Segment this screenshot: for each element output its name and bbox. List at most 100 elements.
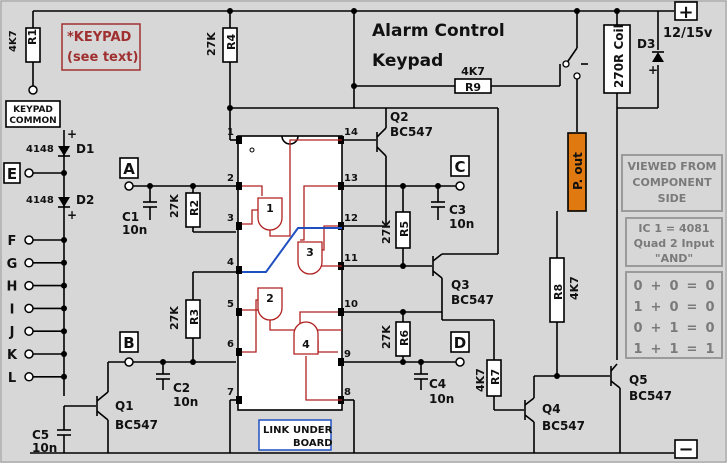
truth-table-box (625, 271, 723, 359)
keypad-note-box (61, 23, 141, 71)
terminal-e-label: E (7, 165, 17, 183)
ic1-pin1-marker (249, 147, 255, 153)
positive-terminal-symbol: + (678, 2, 693, 23)
key-label: J (9, 325, 15, 340)
truth-table: 0+0=01+0=00+1=01+1=1 (633, 279, 714, 357)
key-terminal-pad (24, 280, 34, 291)
ic1-pin (236, 136, 242, 144)
key-label: G (7, 257, 18, 272)
gate-1: 1 (257, 197, 283, 231)
r1-value: 4K7 (8, 30, 19, 52)
truth-table-cell: 1 (669, 321, 678, 336)
key-terminal-pad (24, 303, 34, 314)
ic1-pin (236, 266, 242, 274)
side-note-box (621, 154, 723, 212)
ic-info-box (625, 217, 723, 267)
link-note-line3: BOARD (293, 438, 333, 449)
side-note-line1: VIEWED FROM (627, 160, 716, 173)
keypad-note-line1: *KEYPAD (67, 30, 132, 45)
c1-value: 10n (122, 223, 147, 237)
q5-name: Q5 (629, 373, 648, 387)
ic-info-line1: IC 1 = 4081 (638, 222, 709, 235)
gate-3-label: 3 (306, 246, 314, 259)
terminal-c-pad (455, 181, 465, 191)
r1-name: R1 (26, 29, 39, 45)
link-note-line1: LINK (263, 425, 290, 436)
ic1-pin-label: 10 (344, 299, 358, 310)
r7-value: 4K7 (474, 368, 487, 392)
link-trace (242, 227, 342, 273)
ic1-pin (236, 308, 242, 316)
c1-name: C1 (122, 210, 139, 224)
title-line2: Keypad (372, 51, 443, 71)
side-note-line2: COMPONENT (632, 176, 712, 189)
q4-name: Q4 (542, 402, 561, 416)
truth-table-cell: = (687, 279, 698, 294)
terminal-c (450, 155, 470, 177)
ic1-pin (338, 308, 344, 316)
ic1-pin-label: 1 (227, 127, 234, 138)
truth-table-cell: + (651, 300, 662, 315)
negative-terminal-symbol: − (678, 439, 693, 460)
truth-table-cell: + (651, 279, 662, 294)
d1-sign: + (67, 127, 77, 141)
q3-type: BC547 (451, 293, 494, 307)
side-note-line3: SIDE (658, 192, 687, 205)
key-label: F (8, 234, 17, 249)
power-output-terminal (567, 132, 587, 212)
link-note-line2: UNDER (293, 425, 333, 436)
truth-table-cell: 0 (669, 300, 678, 315)
ic1-pin-label: 3 (227, 213, 234, 224)
r9-value: 4K7 (461, 65, 485, 78)
d2-name: D2 (76, 193, 94, 207)
keypad-common-box (5, 100, 61, 128)
truth-table-cell: + (651, 342, 662, 357)
gate-3: 3 (297, 241, 323, 275)
gate-4-label: 4 (302, 338, 310, 351)
ic-info-line3: "AND" (655, 252, 693, 265)
truth-table-cell: 0 (633, 279, 642, 294)
key-terminal-pad (24, 372, 34, 382)
ic1-pin-label: 12 (344, 213, 358, 224)
d1-value: 4148 (26, 144, 54, 155)
q1-type: BC547 (115, 418, 158, 432)
r3-name: R3 (188, 309, 201, 325)
negative-terminal (674, 439, 698, 459)
positive-terminal (674, 1, 698, 21)
key-label: K (7, 348, 18, 363)
resistor-r1 (25, 27, 41, 63)
relay-coil-label: 270R Coil (612, 24, 626, 88)
q5-type: BC547 (629, 389, 672, 403)
gate-4: 4 (293, 321, 319, 355)
c2-name: C2 (173, 381, 190, 395)
ic1-pin-label: 11 (344, 253, 358, 264)
r7-name: R7 (489, 369, 502, 385)
d3-name: D3 (637, 37, 655, 51)
ic1-pin (338, 358, 344, 366)
ic1-pin (338, 182, 344, 190)
terminal-e-pad (24, 168, 34, 178)
r2-value: 27K (168, 194, 181, 218)
q4-type: BC547 (542, 419, 585, 433)
diode-d2 (58, 197, 70, 207)
c4-name: C4 (429, 377, 446, 391)
ic-info-line2: Quad 2 Input (634, 237, 715, 250)
terminal-d (450, 331, 470, 353)
ic1-pin-label: 9 (344, 349, 351, 360)
truth-table-cell: 0 (705, 321, 714, 336)
r6-value: 27K (380, 325, 393, 349)
ic1-pin-label: 13 (344, 173, 358, 184)
keypad-common-terminal (28, 85, 38, 95)
c2-value: 10n (173, 395, 198, 409)
title-line1: Alarm Control (372, 21, 505, 41)
r9-name: R9 (465, 81, 481, 94)
r4-name: R4 (225, 34, 238, 50)
truth-table-cell: 0 (633, 321, 642, 336)
key-terminal-pad (24, 349, 34, 359)
truth-table-cell: 1 (669, 342, 678, 357)
r5-name: R5 (398, 221, 411, 237)
key-terminal-pad (24, 235, 34, 245)
